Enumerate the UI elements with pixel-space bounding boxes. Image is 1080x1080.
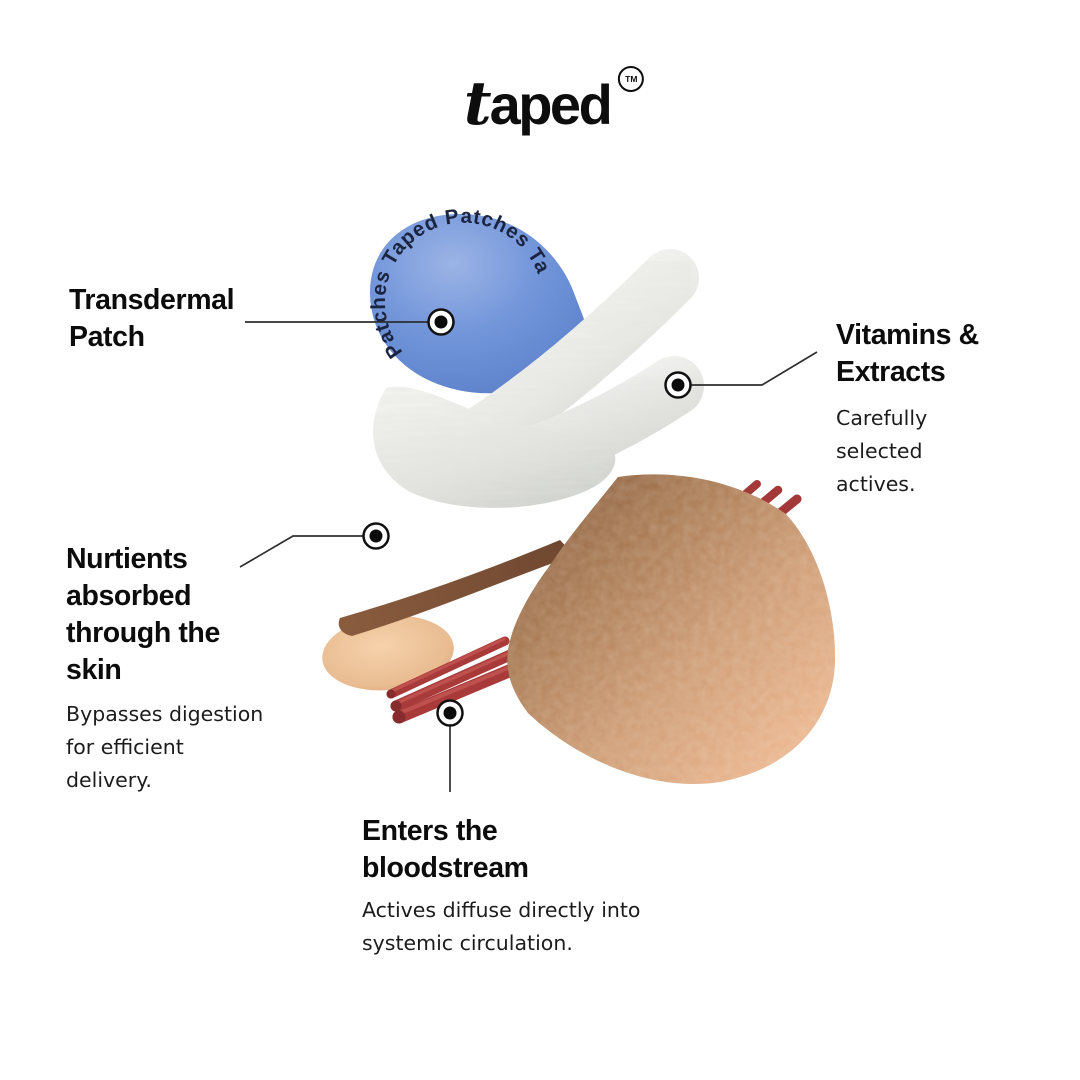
- marker-nutrients: [362, 522, 390, 550]
- blue-patch-layer: Patches Taped Patches Ta: [367, 205, 588, 394]
- callout-transdermal-patch: Transdermal Patch: [69, 282, 309, 356]
- callout-markers: [362, 308, 692, 727]
- callout-title-bloodstream: Enters the bloodstream: [362, 815, 529, 884]
- marker-transdermal: [427, 308, 455, 336]
- callout-title-vitamins: Vitamins & Extracts: [836, 319, 979, 388]
- callout-body-bloodstream: Actives diffuse directly into systemic c…: [362, 898, 641, 955]
- patch-white-layers: [373, 249, 704, 508]
- leader-lines: [239, 321, 818, 792]
- callout-title-nutrients: Nurtients absorbed through the skin: [66, 543, 220, 686]
- callout-vitamins-extracts: Vitamins & Extracts Carefully selected a…: [836, 317, 1056, 501]
- marker-bloodstream: [436, 699, 464, 727]
- callout-title-transdermal: Transdermal Patch: [69, 284, 235, 353]
- callout-body-vitamins: Carefully selected actives.: [836, 406, 928, 496]
- skin-layer: [322, 474, 836, 784]
- callout-enters-bloodstream: Enters the bloodstream Actives diffuse d…: [362, 813, 702, 960]
- callout-body-nutrients: Bypasses digestion for efficient deliver…: [66, 702, 264, 792]
- brand-logo: t aped TM: [463, 66, 645, 139]
- logo-wordmark: aped: [489, 73, 613, 136]
- logo-stylized-t: t: [463, 69, 492, 139]
- marker-vitamins: [664, 371, 692, 399]
- trademark-badge: TM: [618, 66, 645, 92]
- callout-nutrients-absorbed: Nurtients absorbed through the skin Bypa…: [66, 541, 316, 797]
